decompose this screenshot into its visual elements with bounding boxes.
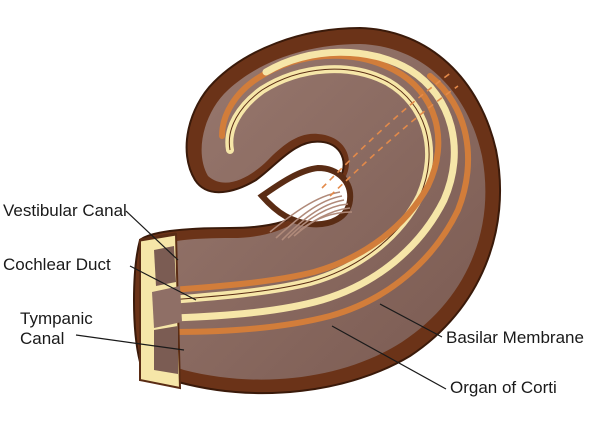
nerve-fibers bbox=[269, 191, 353, 241]
label-vestibular-canal: Vestibular Canal bbox=[3, 201, 127, 220]
spiral-center-opening bbox=[257, 164, 354, 228]
cross-section bbox=[139, 232, 182, 390]
cochlear-duct-band bbox=[169, 52, 442, 293]
nerve-dashed-lines bbox=[321, 71, 459, 197]
pointer-basilar bbox=[379, 303, 443, 338]
pointer-cochlear-duct bbox=[129, 265, 197, 301]
label-cochlear-duct: Cochlear Duct bbox=[3, 255, 111, 274]
label-basilar-membrane: Basilar Membrane bbox=[446, 328, 584, 347]
bony-lamina-inner bbox=[170, 48, 458, 322]
pointer-organ-of-corti bbox=[331, 325, 447, 390]
bony-lamina-outline bbox=[169, 68, 430, 301]
pointer-lines bbox=[75, 210, 447, 390]
label-canal: Canal bbox=[20, 329, 64, 348]
basilar-band bbox=[171, 73, 471, 335]
label-organ-of-corti: Organ of Corti bbox=[450, 378, 557, 397]
pointer-tympanic bbox=[75, 334, 185, 351]
label-tympanic: Tympanic bbox=[20, 309, 93, 328]
pointer-vestibular bbox=[125, 210, 179, 261]
